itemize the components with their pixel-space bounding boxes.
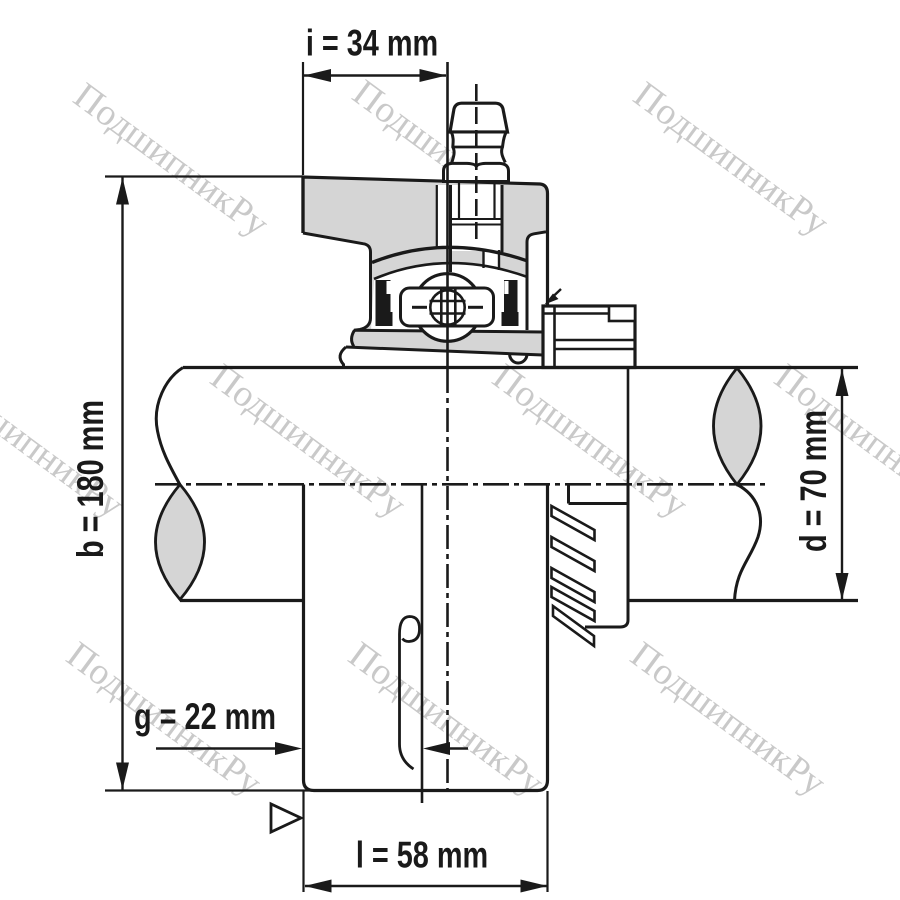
svg-text:g = 22 mm: g = 22 mm [134, 697, 276, 738]
svg-text:d = 70 mm: d = 70 mm [794, 410, 835, 552]
svg-text:b = 180 mm: b = 180 mm [71, 400, 112, 558]
svg-text:l = 58 mm: l = 58 mm [356, 835, 488, 876]
svg-text:i = 34 mm: i = 34 mm [306, 23, 438, 64]
